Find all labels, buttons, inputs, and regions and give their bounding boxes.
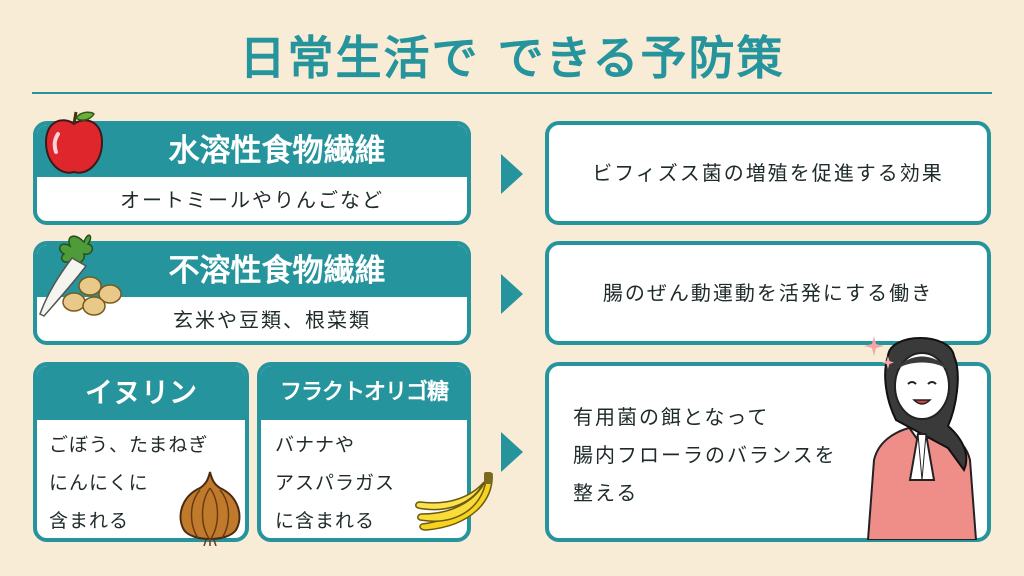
soluble-fiber-heading: 水溶性食物繊維 xyxy=(37,125,467,177)
onion-icon xyxy=(179,471,241,546)
arrow-icon xyxy=(501,154,523,194)
sparkle-icon xyxy=(864,336,894,369)
woman-illustration xyxy=(866,337,978,540)
arrow-icon xyxy=(501,274,523,314)
soluble-fiber-card: 水溶性食物繊維 オートミールやりんごなど xyxy=(33,121,471,225)
inulin-text: ごぼう、たまねぎ にんにくに 含まれる xyxy=(49,434,209,532)
page-title: 日常生活で できる予防策 xyxy=(239,31,785,85)
inulin-heading: イヌリン xyxy=(37,366,245,420)
oligosaccharide-heading: フラクトオリゴ糖 xyxy=(261,366,467,420)
inulin-card: イヌリン ごぼう、たまねぎ にんにくに 含まれる xyxy=(33,362,249,542)
insoluble-effect-card: 腸のぜん動運動を活発にする働き xyxy=(545,241,991,345)
radish-soybean-icon xyxy=(39,234,122,317)
insoluble-effect-text: 腸のぜん動運動を活発にする働き xyxy=(602,281,934,305)
oligosaccharide-text: バナナや アスパラガス に含まれる xyxy=(275,434,396,532)
arrow-icon xyxy=(501,432,523,472)
combined-effect-text: 有用菌の餌となって 腸内フローラのバランスを 整える xyxy=(573,405,837,505)
banana-icon xyxy=(415,472,493,531)
insoluble-fiber-heading: 不溶性食物繊維 xyxy=(37,245,467,297)
soluble-fiber-examples: オートミールやりんごなど xyxy=(120,188,384,212)
soluble-effect-text: ビフィズス菌の増殖を促進する効果 xyxy=(592,161,944,185)
title-divider xyxy=(32,92,992,94)
apple-icon xyxy=(44,111,104,174)
insoluble-fiber-examples: 玄米や豆類、根菜類 xyxy=(173,308,371,332)
soluble-effect-card: ビフィズス菌の増殖を促進する効果 xyxy=(545,121,991,225)
oligosaccharide-card: フラクトオリゴ糖 バナナや アスパラガス に含まれる xyxy=(257,362,471,542)
